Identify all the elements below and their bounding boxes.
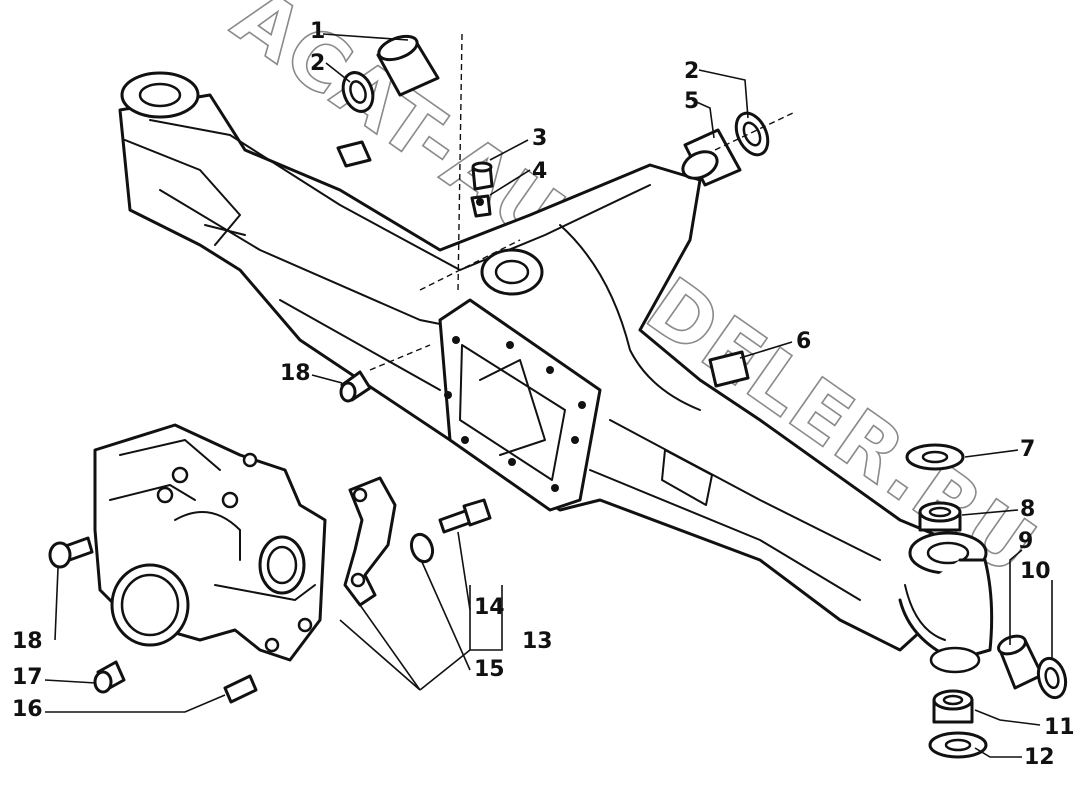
plug-part-18-upper [339,370,372,403]
plug-part-3 [471,161,494,191]
callout-10: 10 [1020,559,1051,584]
callout-3: 3 [532,126,547,151]
callout-16: 16 [12,697,43,722]
washer-part-7 [905,443,965,471]
callout-18-upper: 18 [280,361,311,386]
carrier-bracket [93,423,327,662]
grease-nipple-part-4 [470,194,492,218]
seal-part-2-left [341,71,375,113]
callout-11: 11 [1044,715,1075,740]
sleeve-part-15 [409,532,435,564]
bushing-part-8 [918,501,962,532]
seal-part-10 [1036,656,1068,700]
leader-lines [44,33,1053,758]
callout-labels: 1 2 2 5 3 4 6 18 7 8 9 10 13 14 15 18 17… [12,19,1075,770]
callout-17: 17 [12,665,43,690]
bearing-cap-part-13 [343,476,397,607]
bushing-part-5 [681,128,742,187]
callout-12: 12 [1024,745,1055,770]
seal-part-2-right [734,111,770,157]
bushing-part-9 [997,634,1044,690]
callout-2-left: 2 [310,51,325,76]
callout-13: 13 [522,629,553,654]
callout-7: 7 [1020,437,1035,462]
assembly-axis-lines [369,33,796,371]
callout-9: 9 [1018,529,1033,554]
callout-4: 4 [532,159,547,184]
callout-14: 14 [474,595,505,620]
callout-18-lower: 18 [12,629,43,654]
callout-15: 15 [474,657,505,682]
axle-housing [118,71,994,674]
bolt-part-14 [438,498,492,534]
callout-1: 1 [310,19,325,44]
plug-part-17 [93,660,126,694]
washer-part-12 [928,731,988,759]
bushing-part-1 [376,34,440,97]
bolt-part-18-lower [48,536,94,569]
callout-8: 8 [1020,497,1035,522]
pin-part-16 [223,674,258,704]
callout-6: 6 [796,329,811,354]
bushing-part-11 [932,689,974,724]
callout-5: 5 [684,89,699,114]
callout-2-right: 2 [684,59,699,84]
